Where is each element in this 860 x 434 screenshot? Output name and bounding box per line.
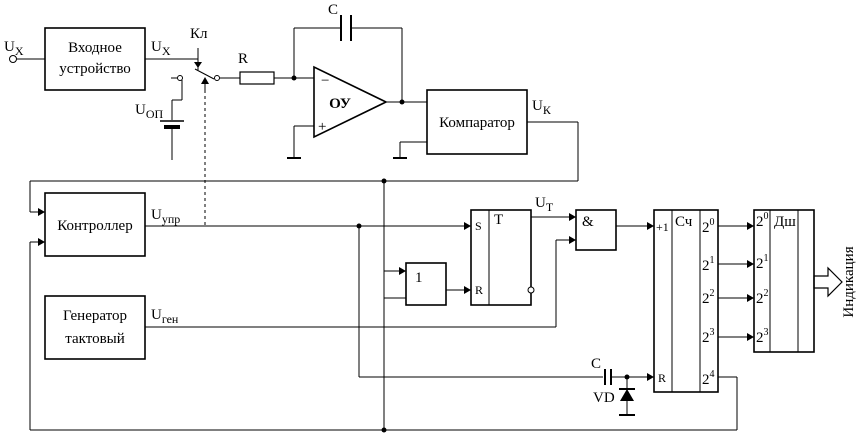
uk-label: UК: [532, 98, 552, 117]
ux-output-label: UX: [151, 39, 171, 58]
opamp: ОУ − +: [313, 65, 388, 139]
svg-text:21: 21: [702, 255, 715, 274]
counter-output-bits: 20 21 22 23 24: [702, 217, 715, 388]
reset-cap-label: C: [591, 356, 601, 372]
svg-text:+: +: [318, 119, 326, 135]
and-gate: &: [575, 209, 617, 251]
uop-label: UОП: [135, 102, 164, 121]
ux-input-label: UX: [4, 39, 24, 58]
svg-text:тактовый: тактовый: [65, 331, 125, 347]
svg-text:22: 22: [756, 288, 769, 307]
comparator-block: Компаратор: [426, 89, 528, 155]
ux-input-terminal: [9, 55, 17, 63]
svg-text:T: T: [494, 212, 503, 228]
or-gate: 1: [405, 262, 447, 306]
svg-text:Сч: Сч: [675, 214, 693, 230]
svg-text:24: 24: [702, 369, 715, 388]
svg-text:23: 23: [702, 327, 715, 346]
svg-text:23: 23: [756, 327, 769, 346]
ut-label: UТ: [535, 195, 554, 214]
reference-source: [160, 120, 184, 129]
svg-text:Дш: Дш: [774, 214, 796, 230]
output-bus-arrow: [813, 266, 843, 298]
input-device-block: Входное устройство: [44, 27, 146, 91]
svg-text:20: 20: [702, 217, 715, 236]
ugen-label: Uген: [151, 307, 179, 326]
svg-text:R: R: [475, 283, 483, 297]
key-label: Кл: [190, 26, 208, 42]
svg-text:21: 21: [756, 253, 769, 272]
svg-text:Контроллер: Контроллер: [57, 218, 132, 234]
svg-text:−: −: [321, 73, 329, 89]
svg-text:Компаратор: Компаратор: [439, 115, 515, 131]
resistor-label: R: [238, 51, 248, 67]
decoder-block: Дш: [753, 209, 815, 353]
svg-text:&: &: [582, 214, 594, 230]
svg-text:Входное: Входное: [68, 40, 122, 56]
svg-text:Генератор: Генератор: [63, 308, 127, 324]
svg-text:ОУ: ОУ: [329, 96, 351, 112]
integrator-cap-label: C: [328, 2, 338, 18]
uupr-label: Uупр: [151, 207, 180, 226]
diode: [619, 388, 635, 401]
reset-capacitor: [604, 369, 612, 385]
counter-block: +1 R Сч: [653, 209, 719, 393]
key-switch: [171, 48, 220, 90]
svg-text:+1: +1: [656, 220, 669, 234]
integrator-capacitor: [340, 15, 352, 41]
generator-block: Генератор тактовый: [44, 295, 146, 360]
svg-text:1: 1: [415, 270, 423, 286]
controller-block: Контроллер: [44, 192, 146, 257]
diode-label: VD: [593, 390, 615, 406]
indication-label: Индикация: [841, 246, 857, 317]
svg-text:R: R: [658, 371, 666, 385]
svg-text:22: 22: [702, 288, 715, 307]
decoder-input-bits: 20 21 22 23: [756, 211, 769, 346]
svg-text:устройство: устройство: [59, 61, 131, 77]
resistor: [239, 71, 275, 85]
svg-text:S: S: [475, 219, 482, 233]
svg-text:20: 20: [756, 211, 769, 230]
trigger-block: S R T: [470, 209, 532, 306]
